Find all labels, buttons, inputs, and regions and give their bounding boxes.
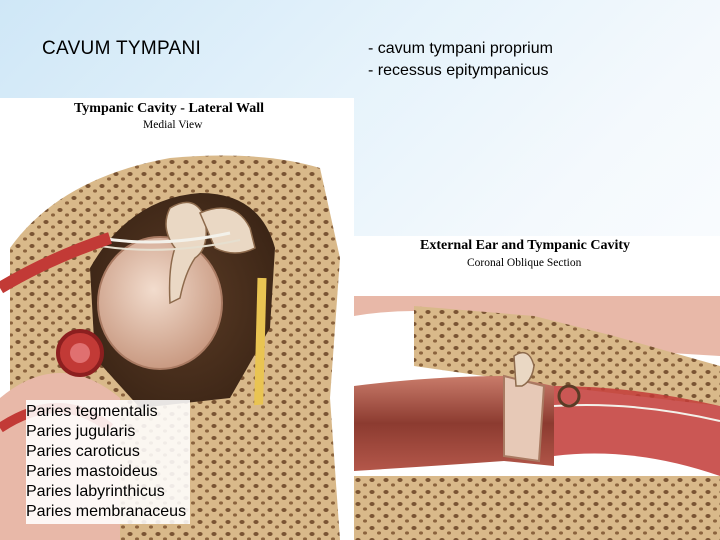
wall-item: Paries labyrinthicus — [26, 483, 165, 500]
wall-item: Paries caroticus — [26, 443, 140, 460]
subdivision-list: - cavum tympani proprium - recessus epit… — [368, 38, 553, 82]
wall-item: Paries tegmentalis — [26, 403, 158, 420]
subdivision-epitympanicus: - recessus epitympanicus — [368, 62, 549, 79]
figure-left-title: Tympanic Cavity - Lateral Wall — [74, 101, 265, 116]
figure-right-title: External Ear and Tympanic Cavity — [420, 238, 631, 253]
wall-item: Paries membranaceus — [26, 503, 187, 520]
subdivision-proprium: - cavum tympani proprium — [368, 40, 553, 57]
figure-left-subtitle: Medial View — [143, 119, 203, 131]
slide-title: CAVUM TYMPANI — [42, 38, 202, 59]
wall-item: Paries mastoideus — [26, 463, 158, 480]
external-ear-illustration — [354, 296, 720, 540]
figure-right-subtitle: Coronal Oblique Section — [467, 257, 582, 269]
wall-item: Paries jugularis — [26, 423, 136, 440]
walls-list: Paries tegmentalis Paries jugularis Pari… — [26, 400, 191, 524]
figure-external-ear: External Ear and Tympanic Cavity Coronal… — [354, 236, 720, 540]
